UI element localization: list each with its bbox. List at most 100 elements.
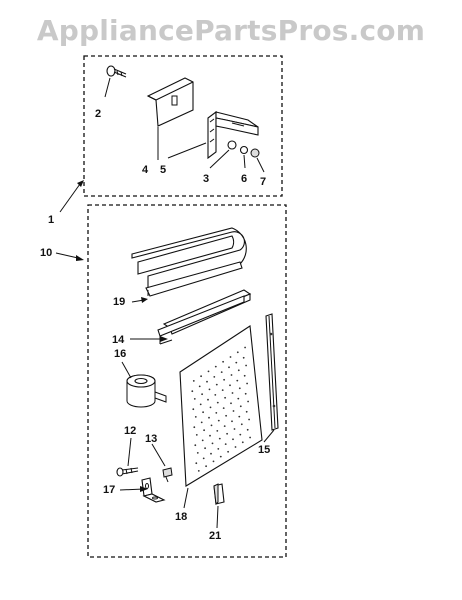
perforation-hole — [195, 434, 198, 436]
callout-15: 15 — [258, 444, 270, 456]
part-14-channel — [157, 289, 252, 345]
perforation-hole — [218, 437, 221, 440]
perforation-hole — [210, 424, 213, 427]
top-group-box — [83, 55, 283, 197]
perforation-hole — [207, 398, 209, 401]
perforation-hole — [226, 432, 229, 435]
callout-1: 1 — [48, 214, 54, 226]
perforation-hole — [208, 388, 211, 391]
callout-10: 10 — [40, 247, 52, 259]
part-3-washer — [227, 140, 237, 150]
perforation-hole — [229, 356, 232, 358]
perforation-hole — [235, 361, 238, 364]
perforation-hole — [228, 366, 230, 369]
perforation-hole — [246, 428, 249, 431]
perforation-hole — [224, 396, 227, 399]
watermark: AppliancePartsPros.com — [36, 14, 426, 47]
perforation-hole — [205, 465, 208, 468]
callout-12: 12 — [124, 425, 136, 437]
callout-16: 16 — [114, 348, 126, 360]
callout-7: 7 — [260, 176, 266, 188]
perforation-hole — [240, 423, 243, 426]
perforation-hole — [230, 374, 233, 376]
part-16-tape-roll — [126, 374, 167, 408]
perforation-hole — [199, 403, 202, 406]
perforation-hole — [192, 380, 195, 382]
callout-18: 18 — [175, 511, 187, 523]
perforation-hole — [233, 428, 236, 430]
perforation-hole — [219, 455, 222, 458]
perforation-hole — [238, 387, 241, 390]
part-7-nut — [250, 148, 260, 158]
perforation-hole — [216, 430, 219, 432]
perforation-hole — [241, 441, 244, 444]
perforation-hole — [222, 407, 225, 409]
perforation-hole — [215, 383, 218, 386]
perforation-hole — [206, 380, 208, 383]
perforation-hole — [204, 447, 207, 450]
perforation-hole — [246, 382, 249, 385]
perforation-hole — [209, 434, 211, 437]
part-19-u-gasket — [131, 227, 247, 297]
perforation-hole — [231, 420, 233, 423]
perforation-hole — [239, 405, 242, 408]
perforation-hole — [221, 389, 224, 391]
perforation-hole — [197, 470, 200, 472]
perforation-hole — [201, 439, 204, 442]
part-13-bolt — [162, 467, 173, 483]
perforation-hole — [236, 351, 239, 354]
callout-2: 2 — [95, 108, 101, 120]
perforation-hole — [244, 346, 247, 349]
perforation-hole — [239, 433, 242, 436]
perforation-hole — [193, 426, 196, 429]
perforation-hole — [214, 394, 217, 396]
perforation-hole — [211, 442, 214, 445]
part-4-cover-bracket — [146, 77, 194, 127]
callout-5: 5 — [160, 164, 166, 176]
callout-6: 6 — [241, 173, 247, 185]
perforation-hole — [237, 369, 240, 372]
callout-3: 3 — [203, 173, 209, 185]
perforation-hole — [215, 412, 218, 414]
callout-14: 14 — [112, 334, 125, 346]
perforation-hole — [217, 419, 220, 422]
perforation-hole — [196, 452, 199, 454]
perforation-hole — [193, 398, 196, 400]
perforation-hole — [249, 436, 252, 439]
part-5-mounting-bracket — [207, 110, 259, 160]
perforation-hole — [244, 392, 247, 395]
perforation-hole — [245, 410, 248, 413]
perforation-hole — [202, 411, 205, 414]
perforation-hole — [227, 450, 230, 453]
perforation-hole — [231, 392, 234, 394]
perforation-hole — [242, 356, 245, 359]
perforation-hole — [213, 376, 216, 378]
perforation-hole — [220, 371, 223, 373]
perforation-hole — [200, 375, 203, 378]
perforation-hole — [237, 397, 240, 400]
perforation-hole — [223, 378, 226, 381]
part-21-clip — [213, 483, 225, 506]
perforation-hole — [198, 385, 201, 388]
bottom-group-box — [87, 204, 287, 558]
perforation-hole — [202, 457, 205, 460]
perforation-hole — [223, 425, 226, 427]
perforation-hole — [212, 460, 215, 463]
perforation-hole — [191, 390, 194, 393]
perforation-hole — [230, 402, 232, 405]
callout-21: 21 — [209, 530, 221, 542]
perforation-hole — [194, 416, 197, 418]
perforation-hole — [208, 416, 210, 419]
perforation-hole — [222, 360, 225, 363]
perforation-hole — [232, 410, 235, 412]
perforation-hole — [229, 384, 231, 387]
part-15-side-channel — [265, 313, 279, 431]
part-6-washer — [239, 145, 249, 155]
perforation-hole — [243, 374, 246, 377]
perforation-hole — [234, 446, 237, 448]
perforation-hole — [192, 408, 195, 411]
perforation-hole — [217, 448, 220, 450]
perforation-hole — [245, 364, 248, 367]
part-18-perforated-panel — [179, 325, 263, 487]
callout-4: 4 — [142, 164, 149, 176]
